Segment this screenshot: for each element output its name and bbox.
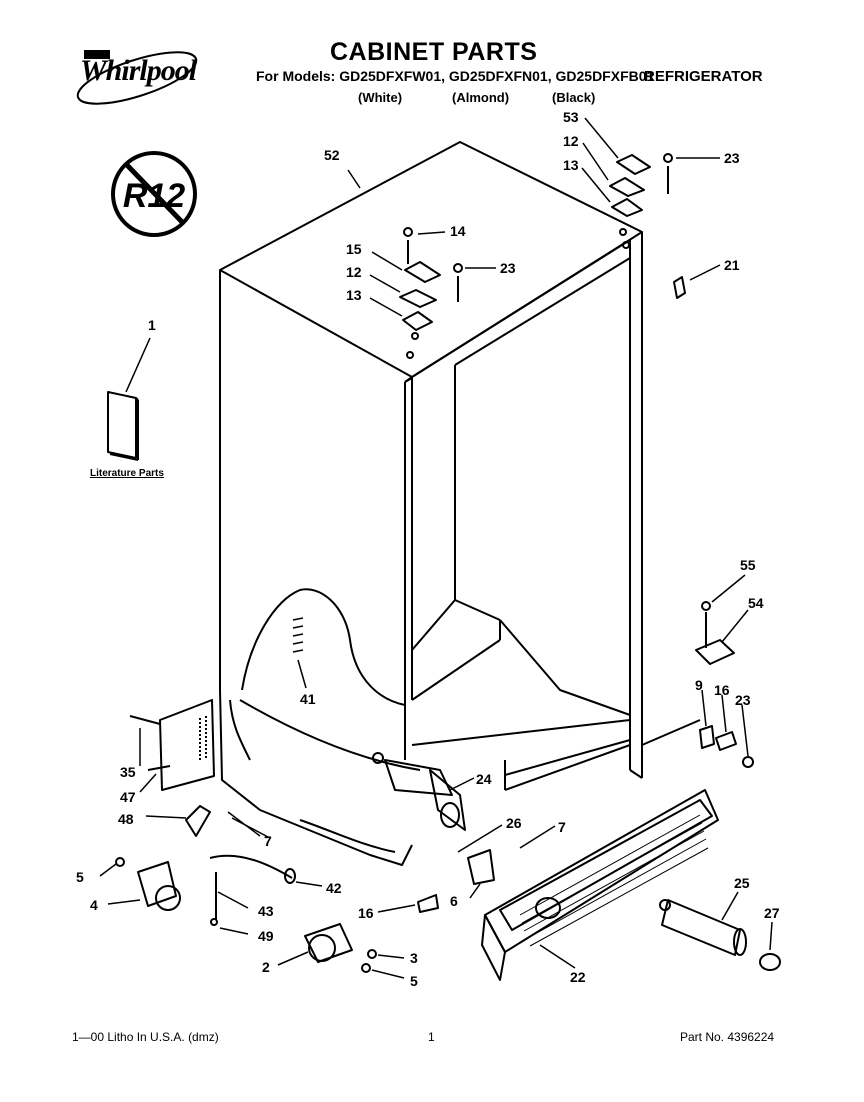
leader-lines [99, 117, 773, 979]
machine-compartment [219, 588, 421, 866]
appliance-type: REFRIGERATOR [644, 68, 763, 85]
callout-21: 21 [724, 257, 740, 273]
literature-parts-label: Literature Parts [90, 468, 164, 479]
finish-almond: (Almond) [452, 90, 510, 105]
callout-43: 43 [258, 903, 274, 919]
callout-9: 9 [695, 677, 703, 693]
leveler-54 [695, 601, 735, 665]
spring-41 [292, 617, 304, 653]
kickplate-grille [481, 789, 719, 981]
callout-55: 55 [740, 557, 756, 573]
side-bracket [129, 699, 215, 791]
callout-12a: 12 [346, 264, 362, 280]
hinge-right [609, 153, 673, 249]
callout-26: 26 [506, 815, 522, 831]
callout-49: 53 [563, 109, 579, 125]
callout-5b: 5 [410, 973, 418, 989]
callout-1: 1 [148, 317, 156, 333]
callout-23b: 23 [724, 150, 740, 166]
callout-7a: 7 [264, 833, 272, 849]
callout-13b: 13 [563, 157, 579, 173]
models-line: For Models: GD25DFXFW01, GD25DFXFN01, GD… [256, 68, 655, 84]
callout-23c: 23 [735, 692, 751, 708]
callout-52: 48 [118, 811, 134, 827]
callout-6: 6 [450, 893, 458, 909]
callout-47: 47 [120, 789, 136, 805]
grille-slots [519, 814, 709, 947]
filter-cap [759, 953, 781, 971]
callout-15: 15 [346, 241, 362, 257]
compressor-mount-2 [304, 923, 377, 973]
callout-14: 14 [450, 223, 466, 239]
compressor-mount-4 [115, 857, 181, 911]
drain-duct [372, 752, 466, 831]
logo-swoosh-icon [76, 50, 198, 105]
callout-48: 52 [324, 147, 340, 163]
callout-23a: 23 [500, 260, 516, 276]
footer-part-number: Part No. 4396224 [680, 1030, 775, 1044]
literature-booklet [107, 391, 139, 461]
callout-25: 25 [734, 875, 750, 891]
brand-name: Whirlpool [80, 54, 197, 87]
callout-53: 49 [258, 928, 274, 944]
callout-13a: 13 [346, 287, 362, 303]
footer-litho: 1—00 Litho In U.S.A. (dmz) [72, 1030, 219, 1044]
hinge-left [399, 227, 463, 359]
callout-27: 27 [764, 905, 780, 921]
callout-2: 2 [262, 959, 270, 975]
bracket-9-16 [699, 725, 754, 768]
callout-42: 42 [326, 880, 342, 896]
callout-54: 54 [748, 595, 764, 611]
tube-42 [209, 854, 296, 926]
cabinet-shell [219, 141, 701, 791]
whirlpool-logo: Whirlpool [70, 46, 205, 116]
callout-7b: 7 [558, 819, 566, 835]
finish-white: (White) [358, 90, 403, 105]
no-r12-icon: R12 [111, 151, 197, 237]
footer-page-number: 1 [428, 1030, 435, 1044]
callout-35: 35 [120, 764, 136, 780]
callout-4: 4 [90, 897, 98, 913]
callout-22: 22 [570, 969, 586, 985]
callout-16b: 16 [358, 905, 374, 921]
filter-cylinder [659, 899, 747, 956]
callout-5a: 5 [76, 869, 84, 885]
callout-12b: 12 [563, 133, 579, 149]
callout-3: 3 [410, 950, 418, 966]
callout-24: 24 [476, 771, 492, 787]
callout-16a: 16 [714, 682, 730, 698]
page-title: CABINET PARTS [330, 38, 538, 66]
callout-41: 41 [300, 691, 316, 707]
finish-black: (Black) [552, 90, 596, 105]
